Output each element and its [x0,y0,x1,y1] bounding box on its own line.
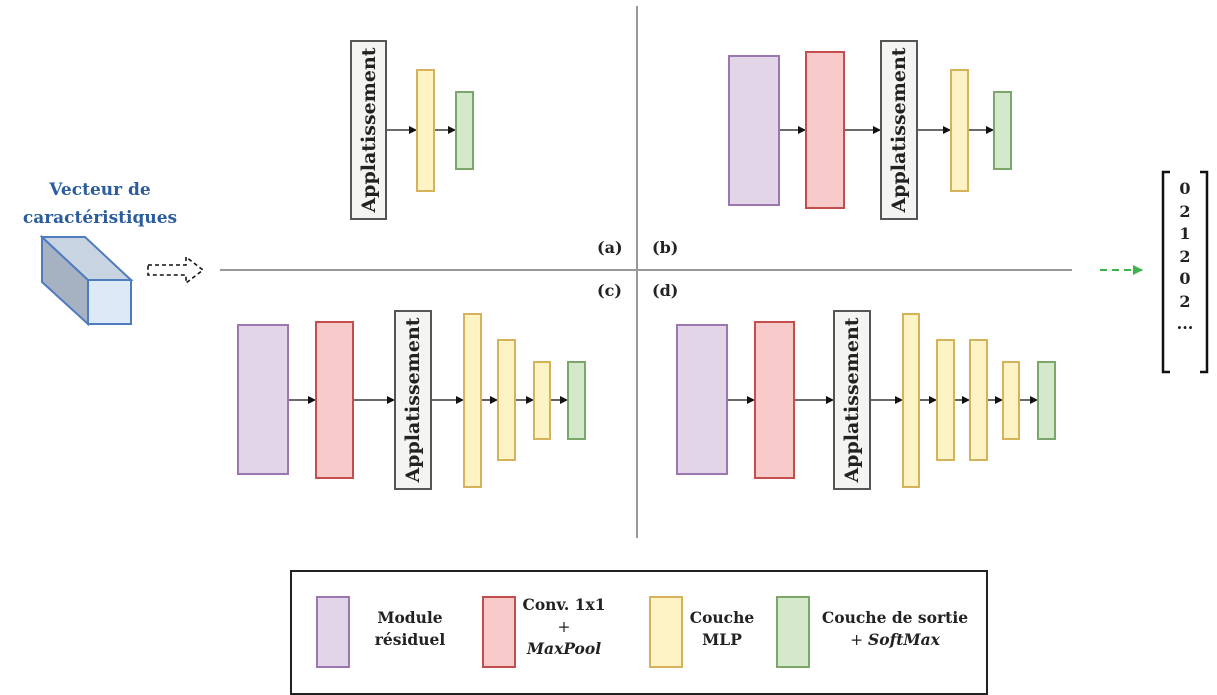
conv-maxpool-layer [805,51,845,209]
panel-label-d: (d) [652,281,679,300]
output-layer [455,91,474,170]
flatten-label: Applatissement [402,317,424,483]
output-vector-values: 0 2 1 2 0 2 ... [1161,178,1209,336]
legend-swatch-mlp [649,596,683,668]
output-value: 2 [1179,201,1191,221]
output-layer [993,91,1012,170]
legend-conv-line1: Conv. 1x1 [522,595,606,614]
legend-text-residual: Module résiduel [360,607,460,651]
feature-vector-cube [39,234,134,327]
feature-vector-title-line2: caractéristiques [22,208,178,228]
output-matrix-brackets [1161,170,1209,374]
mlp-layer [902,313,920,488]
legend-conv-line2: + [557,618,571,636]
flatten-label: Applatissement [841,317,863,483]
flatten-layer: Applatissement [394,310,432,490]
mlp-layer [1002,361,1020,440]
legend-output-plus: + [850,631,869,649]
mlp-layer [533,361,551,440]
output-vector: 0 2 1 2 0 2 ... [1161,172,1209,372]
panel-label-b: (b) [652,238,679,257]
panel-label-c: (c) [597,281,622,300]
input-arrow [147,255,205,285]
legend-mlp-line2: MLP [702,630,742,649]
legend-output-softmax: SoftMax [868,630,940,649]
output-value: ... [1176,314,1194,333]
legend-text-conv: Conv. 1x1 + MaxPool [514,594,614,660]
conv-maxpool-layer [315,321,354,479]
flatten-layer: Applatissement [880,40,918,220]
panel-label-a: (a) [597,238,623,257]
flatten-label: Applatissement [357,47,380,213]
output-layer [567,361,586,440]
mlp-layer [969,339,988,461]
conv-maxpool-layer [754,321,795,479]
residual-module [676,324,728,475]
legend-conv-maxpool: MaxPool [526,639,602,658]
legend-residual-line2: résiduel [374,630,446,649]
legend-conv-line3: MaxPool [514,638,614,660]
output-value: 2 [1179,291,1191,311]
flatten-layer: Applatissement [833,310,871,490]
legend-swatch-residual [316,596,350,668]
residual-module [237,324,289,475]
legend-output-line2: + SoftMax [810,629,980,651]
feature-vector-title-line1: Vecteur de [49,180,151,200]
mlp-layer [416,69,435,192]
mlp-layer [950,69,969,192]
legend-swatch-output [776,596,810,668]
legend-mlp-line1: Couche [689,608,755,627]
flatten-label: Applatissement [888,47,910,213]
residual-module [728,55,780,206]
legend: Module résiduel Conv. 1x1 + MaxPool Couc… [290,570,988,695]
output-value: 0 [1179,179,1191,198]
output-value: 1 [1179,224,1191,243]
legend-text-mlp: Couche MLP [677,607,767,651]
mlp-layer [497,339,516,461]
output-value: 0 [1179,269,1191,288]
legend-text-output: Couche de sortie + SoftMax [810,607,980,651]
flatten-layer: Applatissement [350,40,387,220]
legend-output-line1: Couche de sortie [821,608,969,627]
mlp-layer [936,339,955,461]
legend-swatch-conv [482,596,516,668]
output-value: 2 [1179,246,1191,266]
feature-vector-title: Vecteur de caractéristiques [20,176,180,232]
output-layer [1037,361,1056,440]
mlp-layer [463,313,482,488]
legend-residual-line1: Module [377,608,443,627]
